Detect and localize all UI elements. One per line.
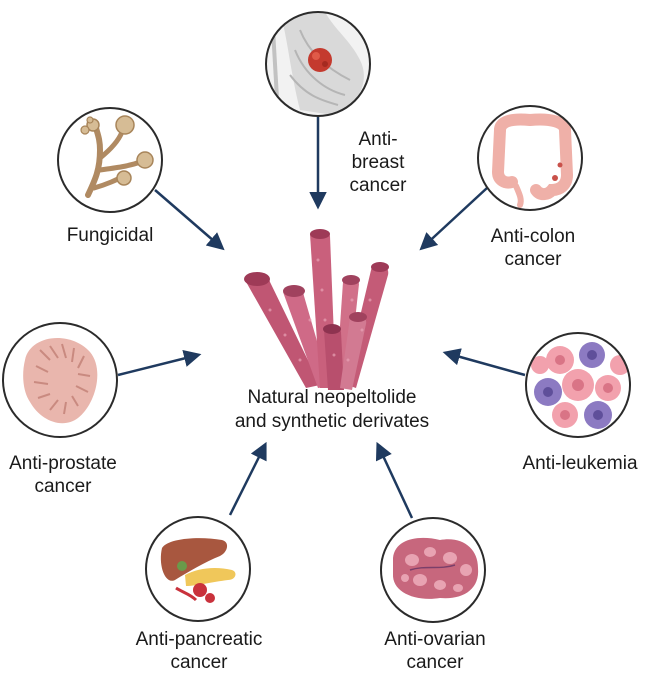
arrow-leukemia: [442, 348, 526, 377]
label-breast: Anti- breast cancer: [338, 128, 418, 197]
label-breast-line3: cancer: [349, 175, 407, 196]
arrows: [117, 117, 526, 519]
label-colon-line2: cancer: [504, 249, 562, 270]
label-ovarian-line1: Anti-ovarian: [384, 629, 486, 650]
leukemia-cells-icon: [525, 332, 631, 438]
label-leukemia-line1: Anti-leukemia: [522, 453, 638, 474]
arrow-pancreatic: [228, 441, 267, 516]
prostate-icon: [2, 322, 118, 438]
ovary-icon: [380, 517, 486, 623]
label-colon: Anti-colon cancer: [478, 225, 588, 271]
colon-icon: [477, 105, 583, 211]
label-pancreatic-line1: Anti-pancreatic: [135, 629, 263, 650]
label-ovarian-line2: cancer: [406, 652, 464, 673]
sponge-icon: [244, 229, 389, 390]
arrow-colon: [419, 187, 488, 251]
label-pancreatic-line2: cancer: [170, 652, 228, 673]
center-label-line2: and synthetic derivates: [234, 411, 430, 432]
label-pancreatic: Anti-pancreatic cancer: [124, 628, 274, 674]
center-label-line1: Natural neopeltolide: [247, 387, 417, 408]
label-leukemia: Anti-leukemia: [510, 452, 650, 475]
pancreas-liver-icon: [145, 516, 251, 622]
fungus-icon: [57, 107, 163, 213]
arrow-ovarian: [375, 441, 414, 519]
label-fungicidal: Fungicidal: [40, 224, 180, 247]
arrow-fungicidal: [154, 189, 225, 251]
center-label: Natural neopeltolide and synthetic deriv…: [222, 386, 442, 434]
label-prostate-line1: Anti-prostate: [9, 453, 117, 474]
label-ovarian: Anti-ovarian cancer: [370, 628, 500, 674]
label-fungicidal-line1: Fungicidal: [66, 225, 154, 246]
label-breast-line2: breast: [351, 152, 405, 173]
label-colon-line1: Anti-colon: [490, 226, 576, 247]
breast-tumor-icon: [265, 11, 371, 117]
arrow-prostate: [117, 349, 202, 377]
label-prostate: Anti-prostate cancer: [0, 452, 126, 498]
label-breast-line1: Anti-: [358, 129, 398, 150]
label-prostate-line2: cancer: [34, 476, 92, 497]
